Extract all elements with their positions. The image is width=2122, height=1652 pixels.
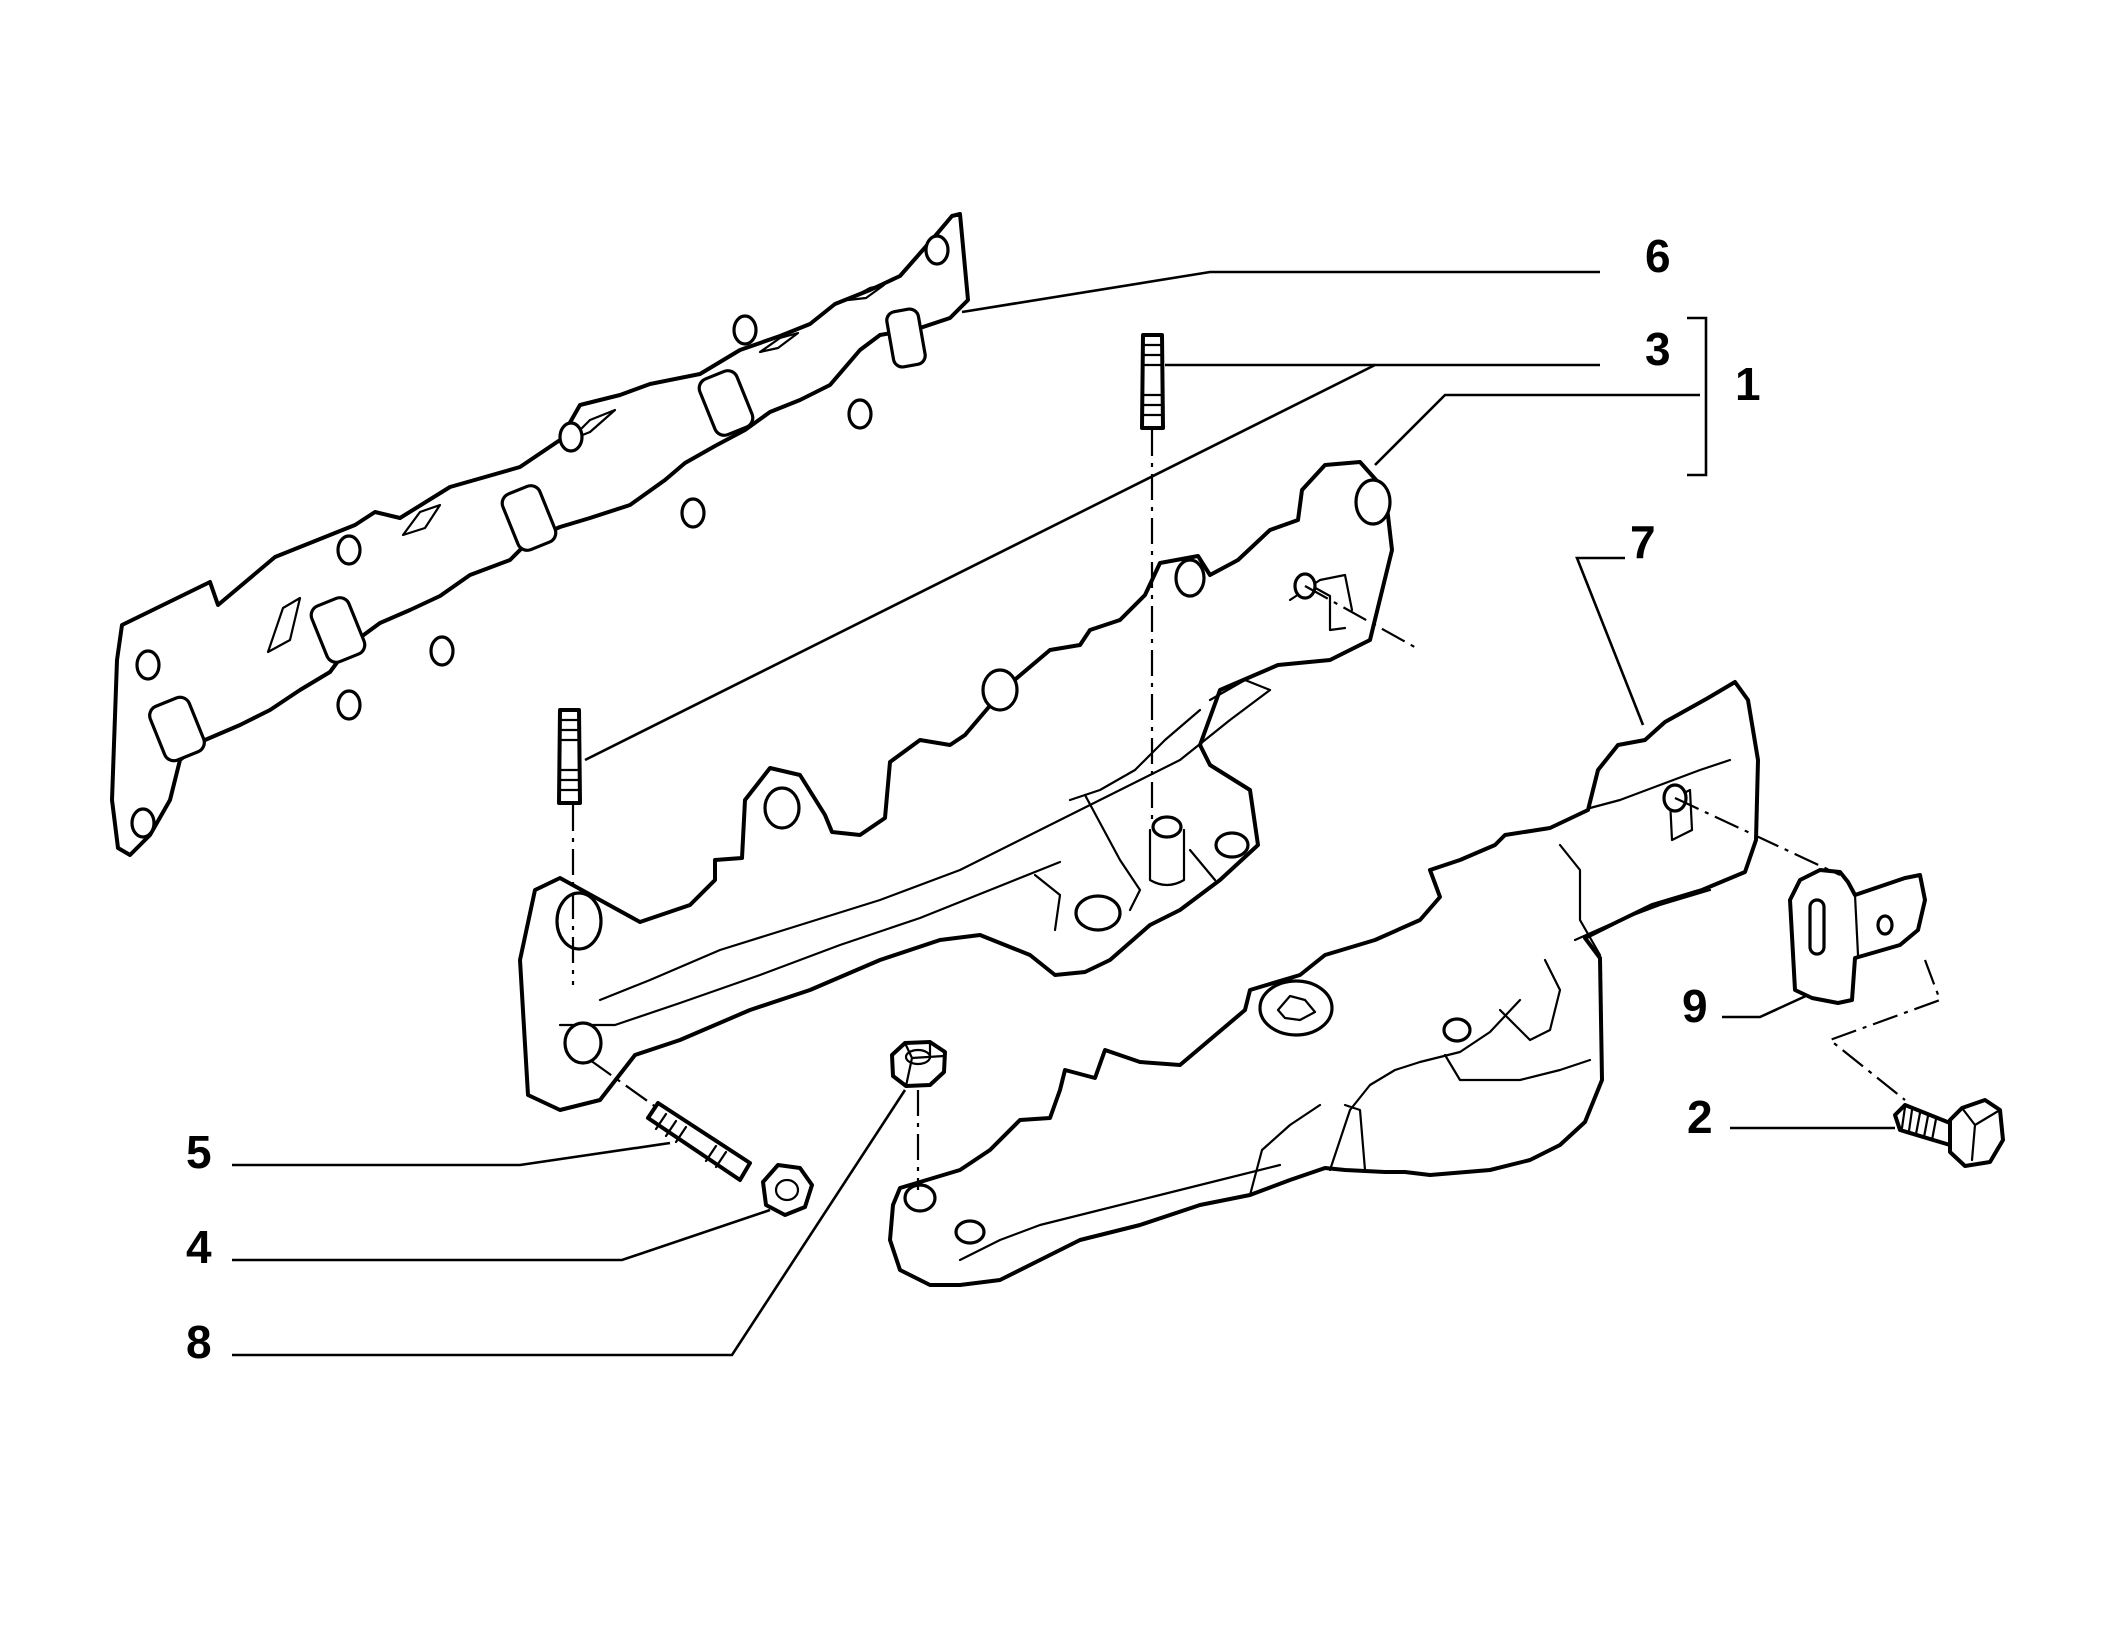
bolt-part-2: [1893, 1098, 2005, 1168]
gasket-port-2: [309, 596, 367, 664]
gasket-bolt-hole-7: [732, 314, 758, 346]
heat-shield-emblem: [1258, 979, 1334, 1037]
assembly-axis-lines: [571, 430, 1942, 1190]
gasket-bolt-hole-6: [429, 635, 455, 667]
heat-shield-part-7: [888, 680, 1760, 1287]
bracket-hole: [1876, 914, 1894, 936]
stud-part-5: [646, 1101, 752, 1182]
stud-part-3-upper: [1140, 333, 1165, 430]
gasket-port-4: [697, 369, 755, 437]
bracket-slot: [1808, 898, 1826, 956]
callout-1: 1: [1735, 358, 1761, 410]
callout-5: 5: [186, 1126, 212, 1178]
manifold-flange-hole-2: [1214, 831, 1250, 859]
gasket-bolt-hole-10: [847, 398, 873, 430]
callout-2: 2: [1687, 1091, 1713, 1143]
leader-1: [1374, 393, 1700, 466]
manifold-bolt-hole-2: [563, 1021, 603, 1065]
leader-8: [232, 1089, 907, 1357]
manifold-bolt-hole-6: [1354, 478, 1392, 526]
callout-8: 8: [186, 1316, 212, 1368]
exhaust-manifold-part-1: [518, 460, 1394, 1112]
gasket-bolt-hole-9: [924, 234, 950, 266]
gasket-bolt-hole-4: [336, 689, 362, 721]
leader-6: [961, 270, 1600, 314]
callout-7: 7: [1630, 516, 1656, 568]
nut-part-4: [761, 1163, 814, 1217]
leader-9: [1722, 993, 1809, 1019]
callout-9: 9: [1682, 980, 1708, 1032]
heat-shield-hole-1: [903, 1183, 937, 1213]
nut-part-8: [890, 1040, 947, 1088]
callout-4: 4: [186, 1221, 212, 1273]
gasket-bolt-hole-5: [558, 421, 584, 453]
heat-shield-hole-2: [954, 1219, 986, 1245]
bracket-1-3: [1687, 316, 1708, 477]
gasket-bolt-hole-8: [680, 497, 706, 529]
gasket-part-6: [110, 212, 970, 857]
heat-shield-hole-4: [1442, 1017, 1472, 1043]
callout-6: 6: [1645, 230, 1671, 282]
manifold-bolt-hole-1: [555, 891, 603, 951]
manifold-bolt-hole-5: [1174, 558, 1206, 598]
leader-lines: [232, 270, 1895, 1357]
gasket-bolt-hole-3: [336, 534, 362, 566]
bracket-part-9: [1788, 868, 1927, 1005]
manifold-bolt-hole-4: [981, 668, 1019, 712]
gasket-port-5: [885, 307, 927, 369]
callout-3: 3: [1645, 323, 1671, 375]
leader-4: [232, 1208, 771, 1262]
leader-5: [232, 1141, 671, 1167]
manifold-flange-hole-1: [1074, 894, 1122, 932]
gasket-bolt-hole-2: [130, 807, 156, 839]
gasket-port-1: [148, 695, 206, 763]
gasket-bolt-hole-1: [135, 649, 161, 681]
gasket-port-3: [500, 484, 558, 552]
stud-part-3-lower: [557, 708, 582, 805]
leader-7: [1575, 556, 1645, 726]
manifold-bolt-hole-3: [763, 786, 801, 830]
manifold-stud-boss-hole: [1151, 815, 1183, 839]
callout-labels: 6 3 1 7 9 2 5 4 8: [186, 230, 1761, 1368]
